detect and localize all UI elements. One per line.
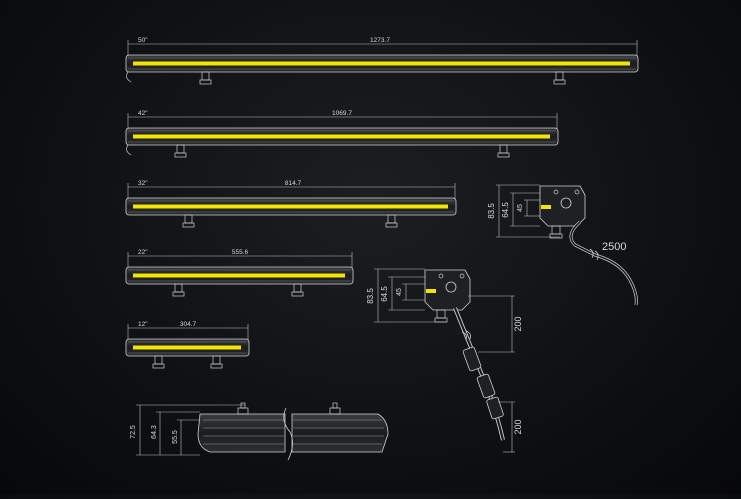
light-bar-22: 22" 555.6: [125, 249, 354, 297]
break-line-icon: [589, 248, 599, 261]
light-bar-12: 12" 304.7: [125, 321, 250, 369]
bracket-end-view-right: 83.5 64.5 45 2500: [487, 184, 638, 306]
bar-length-label: 304.7: [180, 321, 197, 328]
bar-length-label: 814.7: [285, 180, 302, 187]
bar-length-label: 555.6: [232, 249, 249, 256]
body-height-label: 64.3: [151, 425, 158, 439]
bar-lens: [133, 61, 630, 66]
bar-size-label: 50": [138, 37, 148, 44]
mid-height-label: 64.5: [380, 286, 389, 302]
total-height-label: 72.5: [130, 425, 137, 439]
screw-icon: [574, 189, 580, 195]
screw-icon: [553, 189, 559, 195]
bolt-icon: [560, 197, 572, 209]
bar-lens: [133, 134, 550, 139]
light-bar-32: 32" 814.7: [125, 180, 457, 228]
profile-housing-left: [197, 413, 286, 453]
screw-icon: [459, 273, 465, 279]
mount-foot: [182, 214, 195, 228]
mount-foot: [199, 71, 212, 85]
bar-lens: [133, 273, 345, 278]
mount-foot: [174, 144, 187, 158]
inner-height-label: 45: [517, 204, 524, 212]
bar-length-label: 1069.7: [332, 110, 352, 117]
segment-lower-label: 200: [513, 419, 523, 434]
connector-icon: [462, 346, 482, 372]
segment-upper-label: 200: [513, 316, 523, 331]
bracket-lens: [541, 205, 551, 209]
break-line-icon: [461, 330, 471, 341]
mount-foot: [385, 214, 398, 228]
mount-foot: [237, 402, 249, 415]
mount-foot: [329, 402, 341, 415]
connector-icon: [476, 373, 496, 399]
bracket-end-view-center: 83.5 64.5 45 200 200: [366, 268, 523, 453]
bar-size-label: 22": [138, 249, 148, 256]
screw-icon: [438, 273, 444, 279]
bar-size-label: 12": [138, 321, 148, 328]
bar-lens: [133, 204, 448, 209]
bracket-lens: [426, 289, 436, 293]
bar-length-label: 1273.7: [370, 37, 390, 44]
light-bar-50: 50" 1273.7: [125, 37, 639, 85]
outer-height-label: 83.5: [487, 203, 496, 219]
mount-foot: [210, 355, 223, 369]
break-line-icon: [283, 407, 293, 461]
side-profile-view: 72.5 64.3 55.5: [130, 402, 389, 461]
mount-foot: [152, 355, 165, 369]
bolt-icon: [445, 281, 457, 293]
mount-foot: [291, 283, 304, 297]
cable-stub: [126, 71, 132, 83]
light-bar-42: 42" 1069.7: [125, 110, 559, 158]
cable-length-label: 2500: [602, 241, 626, 253]
profile-housing-right: [291, 413, 389, 453]
bar-size-label: 42": [138, 110, 148, 117]
bar-lens: [133, 345, 241, 350]
lens-height-label: 55.5: [172, 430, 179, 444]
mount-foot: [497, 144, 510, 158]
outer-height-label: 83.5: [366, 288, 375, 304]
bar-size-label: 32": [138, 180, 148, 187]
mount-foot: [172, 283, 185, 297]
cable-stub: [126, 144, 132, 156]
connector-icon: [486, 396, 504, 420]
mid-height-label: 64.5: [501, 202, 510, 218]
mount-foot: [553, 71, 566, 85]
cable: [569, 220, 638, 306]
inner-height-label: 45: [396, 288, 403, 296]
